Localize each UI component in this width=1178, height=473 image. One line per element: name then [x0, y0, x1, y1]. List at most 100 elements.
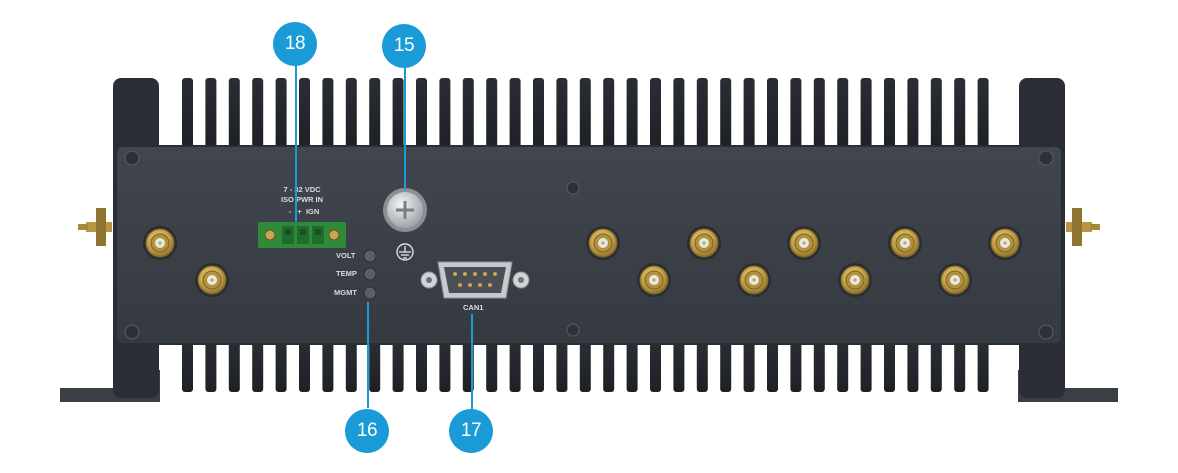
heatsink-fin [603, 78, 615, 148]
heatsink-fin [790, 342, 802, 392]
heatsink-fin [673, 78, 685, 148]
callout-18: 18 [273, 22, 317, 66]
heatsink-fin [767, 78, 778, 148]
leader-line-16 [367, 302, 369, 408]
heatsink-fin [977, 78, 989, 148]
heatsink-fin [416, 342, 427, 392]
sma-connector-icon[interactable] [143, 226, 177, 260]
sma-connector-icon[interactable] [586, 226, 620, 260]
power-terminal-block[interactable] [258, 222, 346, 248]
heatsink-fin [837, 78, 849, 148]
heatsink-fin [837, 342, 849, 392]
heatsink-fin [462, 78, 474, 148]
sma-connector-icon[interactable] [888, 226, 922, 260]
heatsink-fin [182, 78, 193, 148]
heatsink-fin [392, 78, 404, 148]
heatsink-fin [439, 342, 451, 392]
heatsink-fin [533, 342, 544, 392]
heatsink-fin [416, 78, 427, 148]
heatsink-fin [954, 342, 966, 392]
callout-16: 16 [345, 409, 389, 453]
heatsink-fin [439, 78, 451, 148]
power-label-iso: ISO PWR IN [280, 195, 324, 204]
sma-connector-icon[interactable] [637, 263, 671, 297]
heatsink-fin [930, 342, 942, 392]
db9-connector-icon[interactable] [420, 261, 530, 299]
sma-connector-icon[interactable] [737, 263, 771, 297]
heatsink-fin [205, 78, 217, 148]
heatsink-fin [556, 342, 568, 392]
sma-connector-icon[interactable] [195, 263, 229, 297]
side-antenna-right [1066, 208, 1100, 246]
led-label-mgmt: MGMT [334, 288, 357, 297]
heatsink-fin [626, 78, 638, 148]
callout-17: 17 [449, 409, 493, 453]
heatsink-fin [673, 342, 685, 392]
heatsink-fin [392, 342, 404, 392]
heatsink-fin [907, 342, 919, 392]
heatsink-fin [486, 78, 498, 148]
sma-connectors [143, 226, 1022, 297]
power-label-voltage: 7 - 32 VDC [283, 185, 321, 194]
heatsink-fin [486, 342, 498, 392]
side-antenna-left [78, 208, 112, 246]
panel-screws [124, 150, 1054, 340]
heatsink-fin [345, 342, 357, 392]
heatsink-fin [299, 342, 310, 392]
sma-connector-icon[interactable] [787, 226, 821, 260]
heatsink-fin [860, 78, 872, 148]
heatsink-fin [579, 78, 591, 148]
heatsink-fin [813, 78, 825, 148]
heatsink-fin [182, 342, 193, 392]
heatsink-fin [299, 78, 310, 148]
heatsink-fin [884, 342, 895, 392]
led-label-temp: TEMP [336, 269, 357, 278]
led-temp [363, 267, 377, 281]
heatsink-fin [743, 78, 755, 148]
heatsink-fin [322, 78, 334, 148]
can-port-label: CAN1 [463, 303, 484, 312]
heatsink-fin [252, 78, 264, 148]
power-label-pins: - + IGN [288, 207, 320, 216]
ground-screw-icon [383, 188, 427, 232]
heatsink-fin [767, 342, 778, 392]
heatsink-fin [650, 78, 661, 148]
heatsink-fin [907, 78, 919, 148]
heatsink-fin [720, 342, 732, 392]
led-mgmt [363, 286, 377, 300]
heatsink-fin [252, 342, 264, 392]
heatsink-fin [626, 342, 638, 392]
sma-connector-icon[interactable] [687, 226, 721, 260]
heatsink-fin [228, 78, 240, 148]
heatsink-fin [720, 78, 732, 148]
sma-connector-icon[interactable] [988, 226, 1022, 260]
heatsink-fin [696, 78, 708, 148]
heatsink-fin [369, 78, 381, 148]
heatsink-fin [533, 78, 544, 148]
heatsink-fin [954, 78, 966, 148]
heatsink-fin [813, 342, 825, 392]
heatsink-fin [509, 342, 521, 392]
heatsink-fin [509, 78, 521, 148]
leader-line-17 [471, 314, 473, 410]
sma-connector-icon[interactable] [838, 263, 872, 297]
heatsink-fin [977, 342, 989, 392]
led-volt [363, 249, 377, 263]
heatsink-fin [579, 342, 591, 392]
heatsink-fin [205, 342, 217, 392]
heatsink-fin [369, 342, 381, 392]
leader-line-18 [295, 62, 297, 222]
led-label-volt: VOLT [336, 251, 356, 260]
heatsink-fin [696, 342, 708, 392]
heatsink-fin [345, 78, 357, 148]
heatsink-fin [930, 78, 942, 148]
sma-connector-icon[interactable] [938, 263, 972, 297]
heatsink-fin [228, 342, 240, 392]
heatsink-fin [275, 342, 287, 392]
heatsink-fin [884, 78, 895, 148]
heatsink-fins-top [182, 78, 989, 148]
status-leds [363, 249, 377, 300]
heatsink-fin [743, 342, 755, 392]
heatsink-fin [322, 342, 334, 392]
